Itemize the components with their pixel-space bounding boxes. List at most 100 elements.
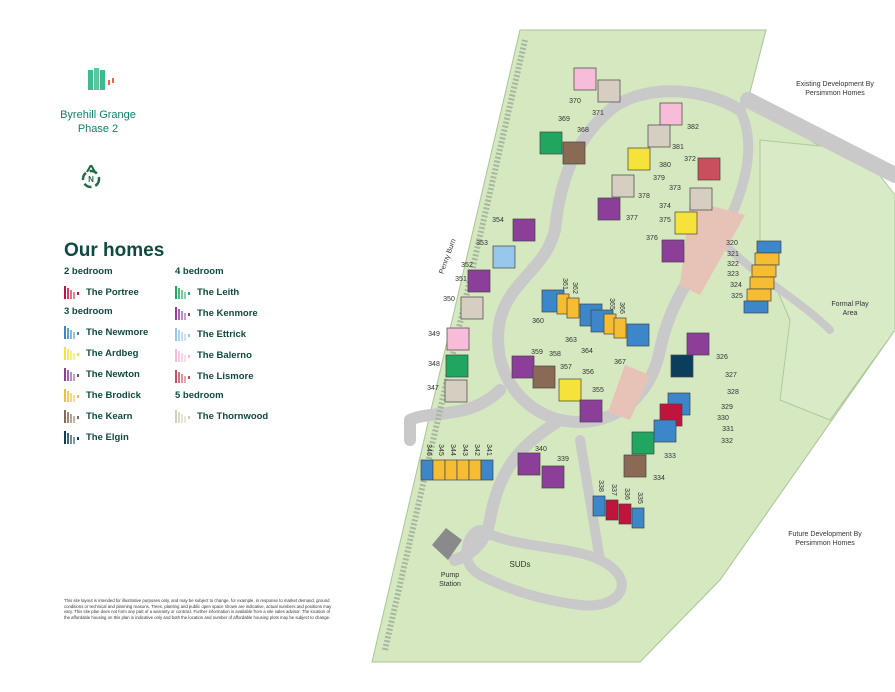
plot-340[interactable]	[517, 452, 541, 476]
plot-341[interactable]	[480, 459, 494, 481]
house-brodick[interactable]	[746, 288, 772, 302]
plot-358[interactable]	[532, 365, 556, 389]
house-thornwood[interactable]	[444, 379, 468, 403]
plot-321[interactable]	[754, 252, 780, 266]
house-newton[interactable]	[512, 218, 536, 242]
plot-381[interactable]	[647, 124, 671, 148]
house-newmore[interactable]	[480, 459, 494, 481]
plot-324[interactable]	[746, 288, 772, 302]
plot-337[interactable]	[605, 499, 619, 521]
house-newton[interactable]	[686, 332, 710, 356]
house-leith[interactable]	[445, 354, 469, 378]
house-thornwood[interactable]	[597, 79, 621, 103]
house-ardbeg[interactable]	[674, 211, 698, 235]
house-newton[interactable]	[511, 355, 535, 379]
plot-338[interactable]	[592, 495, 606, 517]
house-newton[interactable]	[541, 465, 565, 489]
plot-372[interactable]	[697, 157, 721, 181]
house-newmore[interactable]	[756, 240, 782, 254]
plot-377[interactable]	[597, 197, 621, 221]
plot-359[interactable]	[511, 355, 535, 379]
plot-335[interactable]	[631, 507, 645, 529]
house-ardbeg[interactable]	[558, 378, 582, 402]
plot-323[interactable]	[749, 276, 775, 290]
house-newmore[interactable]	[626, 323, 650, 347]
house-ardbeg[interactable]	[627, 147, 651, 171]
house-portree[interactable]	[618, 503, 632, 525]
house-thornwood[interactable]	[647, 124, 671, 148]
plot-334[interactable]	[623, 454, 647, 478]
house-brodick[interactable]	[613, 317, 627, 339]
house-brodick[interactable]	[432, 459, 446, 481]
house-elgin[interactable]	[670, 354, 694, 378]
plot-343[interactable]	[456, 459, 470, 481]
house-brodick[interactable]	[566, 297, 580, 319]
plot-366[interactable]	[613, 317, 627, 339]
house-newton[interactable]	[579, 399, 603, 423]
house-thornwood[interactable]	[460, 296, 484, 320]
plot-350[interactable]	[460, 296, 484, 320]
house-balerno[interactable]	[659, 102, 683, 126]
plot-380[interactable]	[627, 147, 651, 171]
plot-348[interactable]	[445, 354, 469, 378]
plot-342[interactable]	[468, 459, 482, 481]
house-newton[interactable]	[597, 197, 621, 221]
plot-375[interactable]	[674, 211, 698, 235]
plot-344[interactable]	[444, 459, 458, 481]
house-newton[interactable]	[467, 269, 491, 293]
plot-368[interactable]	[562, 141, 586, 165]
house-newton[interactable]	[517, 452, 541, 476]
house-lismore[interactable]	[697, 157, 721, 181]
house-thornwood[interactable]	[689, 187, 713, 211]
plot-369[interactable]	[539, 131, 563, 155]
plot-339[interactable]	[541, 465, 565, 489]
plot-333[interactable]	[631, 431, 655, 455]
plot-373[interactable]	[689, 187, 713, 211]
plot-353[interactable]	[492, 245, 516, 269]
plot-371[interactable]	[597, 79, 621, 103]
plot-379[interactable]	[611, 174, 635, 198]
house-brodick[interactable]	[456, 459, 470, 481]
plot-345[interactable]	[432, 459, 446, 481]
plot-376[interactable]	[661, 239, 685, 263]
plot-327[interactable]	[670, 354, 694, 378]
house-newton[interactable]	[661, 239, 685, 263]
plot-320[interactable]	[756, 240, 782, 254]
house-leith[interactable]	[539, 131, 563, 155]
plot-367[interactable]	[626, 323, 650, 347]
house-newmore[interactable]	[631, 507, 645, 529]
plot-336[interactable]	[618, 503, 632, 525]
plot-370[interactable]	[573, 67, 597, 91]
house-kearn[interactable]	[562, 141, 586, 165]
plot-357[interactable]	[558, 378, 582, 402]
house-portree[interactable]	[605, 499, 619, 521]
plot-326[interactable]	[686, 332, 710, 356]
house-brodick[interactable]	[468, 459, 482, 481]
house-brodick[interactable]	[751, 264, 777, 278]
plot-382[interactable]	[659, 102, 683, 126]
house-newmore[interactable]	[592, 495, 606, 517]
house-leith[interactable]	[631, 431, 655, 455]
house-brodick[interactable]	[444, 459, 458, 481]
plot-362[interactable]	[566, 297, 580, 319]
house-thornwood[interactable]	[611, 174, 635, 198]
house-newmore[interactable]	[743, 300, 769, 314]
plot-355[interactable]	[579, 399, 603, 423]
plot-347[interactable]	[444, 379, 468, 403]
plot-351[interactable]	[467, 269, 491, 293]
house-ettrick[interactable]	[492, 245, 516, 269]
house-newmore[interactable]	[420, 459, 434, 481]
plot-325[interactable]	[743, 300, 769, 314]
plot-354[interactable]	[512, 218, 536, 242]
house-brodick[interactable]	[749, 276, 775, 290]
house-balerno[interactable]	[573, 67, 597, 91]
plot-346[interactable]	[420, 459, 434, 481]
house-balerno[interactable]	[446, 327, 470, 351]
house-brodick[interactable]	[754, 252, 780, 266]
plot-331[interactable]	[653, 419, 677, 443]
plot-349[interactable]	[446, 327, 470, 351]
house-newmore[interactable]	[653, 419, 677, 443]
house-kearn[interactable]	[623, 454, 647, 478]
house-kearn[interactable]	[532, 365, 556, 389]
